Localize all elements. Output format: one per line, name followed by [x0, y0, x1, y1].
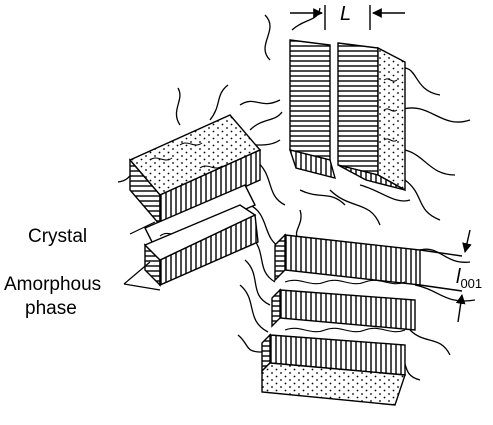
right-crystal-stack — [261, 233, 421, 406]
crystal-label: Crystal — [28, 226, 87, 247]
dimension-markers — [290, 5, 472, 323]
amorphous-label-line2: phase — [25, 298, 77, 319]
long-period-subscript: 001 — [460, 276, 482, 291]
top-lamella-pair — [288, 39, 406, 192]
left-crystal-stack — [128, 114, 262, 287]
leader-lines — [123, 221, 161, 291]
long-period-symbol: l — [456, 266, 461, 288]
amorphous-label-line1: Amorphous — [4, 274, 101, 295]
lamella-thickness-label: L — [340, 3, 351, 25]
long-period-label: l001 — [456, 266, 482, 291]
